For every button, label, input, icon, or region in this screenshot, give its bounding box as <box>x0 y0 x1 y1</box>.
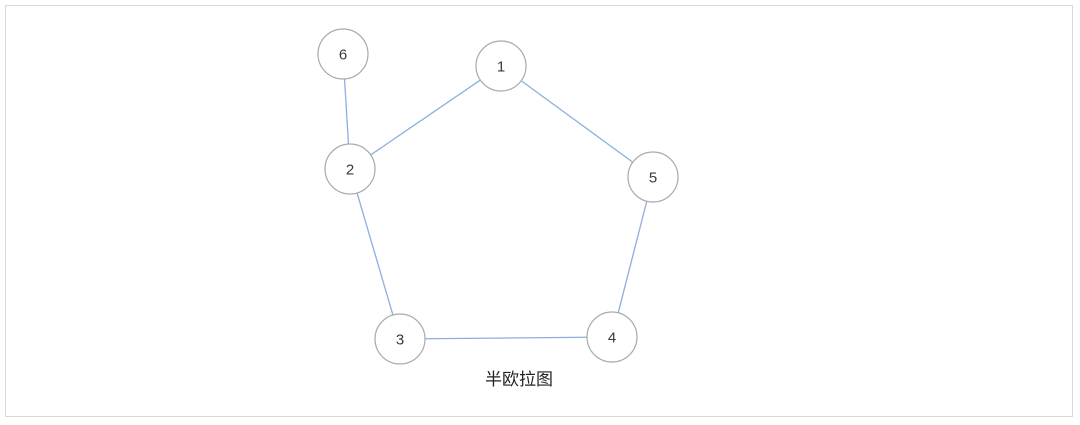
graph-caption: 半欧拉图 <box>485 370 553 389</box>
graph-node-circle-3[interactable] <box>374 313 426 365</box>
graph-node-circle-6[interactable] <box>317 28 369 80</box>
graph-node-label-4: 4 <box>608 330 616 347</box>
graph-node-circle-1[interactable] <box>475 40 527 92</box>
graph-node-3[interactable]: 3 <box>374 313 426 365</box>
graph-node-label-2: 2 <box>346 162 354 179</box>
graph-node-4[interactable]: 4 <box>586 311 638 363</box>
graph-node-2[interactable]: 2 <box>324 143 376 195</box>
graph-node-circle-4[interactable] <box>586 311 638 363</box>
graph-node-1[interactable]: 1 <box>475 40 527 92</box>
graph-edge-1-2 <box>370 79 481 156</box>
graph-edge-2-3 <box>356 192 394 316</box>
graph-edge-1-5 <box>520 80 634 163</box>
graph-edge-4-5 <box>617 201 648 313</box>
graph-node-6[interactable]: 6 <box>317 28 369 80</box>
graph-node-label-1: 1 <box>497 59 505 76</box>
graph-node-label-3: 3 <box>396 332 404 349</box>
graph-node-circle-5[interactable] <box>627 151 679 203</box>
graph-panel <box>5 5 1073 417</box>
graph-node-label-6: 6 <box>339 47 347 64</box>
graph-edge-2-6 <box>343 78 350 145</box>
graph-node-circle-2[interactable] <box>324 143 376 195</box>
edge-layer <box>343 78 648 340</box>
graph-edge-3-4 <box>424 336 588 340</box>
node-layer: 1 2 3 4 5 6 <box>317 28 679 365</box>
graph-node-5[interactable]: 5 <box>627 151 679 203</box>
graph-node-label-5: 5 <box>649 170 657 187</box>
